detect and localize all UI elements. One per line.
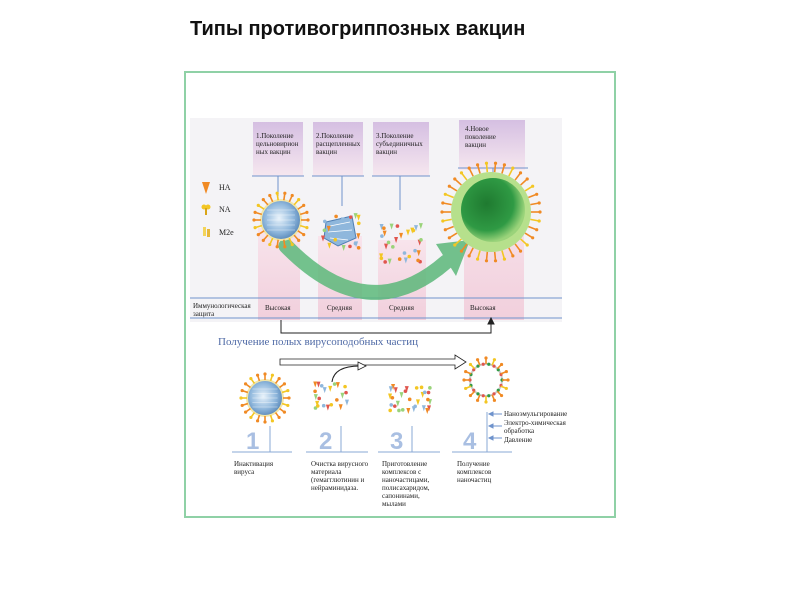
legend-m2e-label: M2e: [219, 228, 234, 237]
protection-level-3: Средняя: [389, 304, 414, 312]
generation-label-3: 3.Поколение субъединичных вакцин: [376, 132, 423, 156]
generation-label-2: 2.Поколение расщепленных вакцин: [316, 132, 361, 156]
step-number-4: 4: [463, 428, 477, 455]
ha-spike-icon: [202, 182, 210, 194]
vlp-title: Получение полых вирусоподобных частиц: [218, 336, 418, 348]
generation-header-3: [373, 122, 429, 176]
step-label-4: Получение комплексов наночастиц: [457, 460, 492, 484]
legend-na-label: NA: [219, 205, 231, 214]
step-lines: [232, 412, 512, 453]
step-label-1: Инактивация вируса: [234, 460, 274, 476]
step-number-1: 1: [246, 428, 260, 455]
step-label-2: Очистка вирусного материала (гемагглютин…: [311, 460, 369, 492]
split-virus-icon: [321, 213, 361, 251]
legend-ha-label: HA: [219, 183, 231, 192]
step-number-3: 3: [390, 428, 404, 455]
vlp-particle-icon: [462, 356, 510, 404]
method-label-2: Электро-химическая обработка: [504, 419, 566, 435]
inactivated-virus-icon: [239, 372, 291, 424]
method-label-1: Наноэмульгирование: [504, 410, 568, 418]
purified-material-icon: [313, 381, 349, 411]
subunit-fragments-icon: [379, 223, 423, 265]
generation-header-1: [253, 122, 303, 176]
method-arrows: [487, 411, 502, 441]
whole-virion-virus-icon: [252, 191, 310, 249]
generation-label-4: 4.Новое поколение вакцин: [465, 125, 496, 149]
m2e-icon: [203, 227, 210, 237]
curved-arrow-head: [357, 361, 367, 371]
protection-label: Иммунологическая защита: [193, 302, 251, 318]
protection-level-4: Высокая: [470, 304, 496, 312]
step-label-3: Приготовление комплексов с наночастицами…: [382, 460, 430, 508]
method-label-3: Давление: [504, 436, 533, 444]
generation-label-1: 1.Поколение цельновирионных вакцин: [256, 132, 299, 156]
generation-header-4: [459, 120, 525, 170]
new-generation-virus-icon: [440, 161, 542, 263]
protection-connector: [280, 316, 495, 334]
process-arrow: [279, 354, 467, 370]
step-number-2: 2: [319, 428, 333, 455]
protection-level-2: Средняя: [327, 304, 352, 312]
protection-level-1: Высокая: [265, 304, 291, 312]
curved-arrow: [331, 365, 361, 383]
nanoparticle-complex-icon: [388, 384, 432, 414]
na-spike-icon: [201, 204, 211, 215]
generation-header-2: [313, 122, 363, 176]
slide-title: Типы противогриппозных вакцин: [190, 18, 526, 40]
generation-progress-arrow: [278, 238, 470, 300]
